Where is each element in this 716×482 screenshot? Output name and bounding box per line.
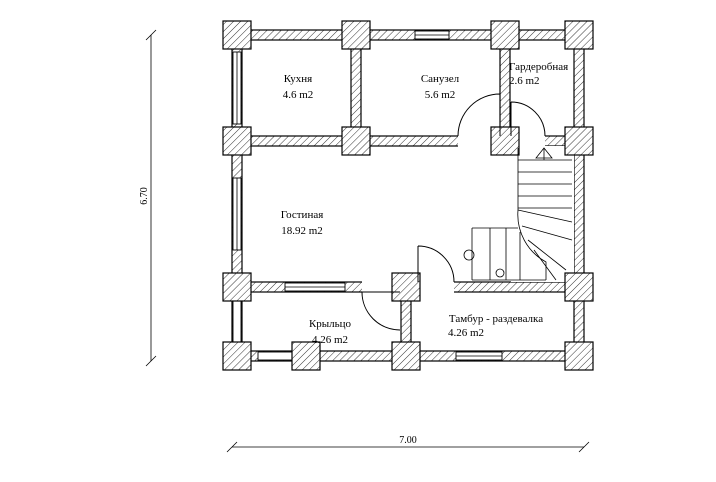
room-area-wardrobe: 2.6 m2 bbox=[509, 75, 540, 87]
post bbox=[222, 272, 252, 302]
room-name-bathroom: Санузел bbox=[421, 73, 460, 85]
post bbox=[291, 341, 321, 371]
post bbox=[391, 341, 421, 371]
room-area-living: 18.92 m2 bbox=[281, 225, 323, 237]
door-bath bbox=[457, 93, 501, 137]
wall-right bbox=[573, 29, 585, 362]
post bbox=[391, 272, 421, 302]
post bbox=[222, 126, 252, 156]
windows bbox=[232, 30, 503, 361]
post bbox=[490, 20, 520, 50]
dimension-height-label: 6.70 bbox=[139, 187, 150, 205]
room-area-bathroom: 5.6 m2 bbox=[425, 89, 456, 101]
post bbox=[564, 20, 594, 50]
post bbox=[341, 126, 371, 156]
door-swings bbox=[361, 93, 546, 331]
door-openings bbox=[362, 135, 574, 293]
opening-stairs bbox=[511, 146, 574, 282]
post bbox=[222, 20, 252, 50]
dimension-height: 6.70 bbox=[139, 29, 157, 367]
door-living bbox=[417, 245, 455, 283]
door-wardrobe bbox=[510, 101, 546, 137]
room-area-kitchen: 4.6 m2 bbox=[283, 89, 314, 101]
post bbox=[564, 126, 594, 156]
door-porch bbox=[361, 291, 401, 331]
room-name-porch: Крыльцо bbox=[309, 318, 352, 330]
room-name-kitchen: Кухня bbox=[284, 73, 312, 85]
room-area-vestibule: 4.26 m2 bbox=[448, 327, 484, 339]
post bbox=[341, 20, 371, 50]
post bbox=[490, 126, 520, 156]
dimension-width-label: 7.00 bbox=[399, 435, 417, 446]
room-name-vestibule: Тамбур - раздевалка bbox=[449, 313, 543, 325]
post bbox=[222, 341, 252, 371]
opening-living bbox=[418, 281, 454, 293]
window-porch-left bbox=[232, 299, 242, 345]
dimension-width: 7.00 bbox=[226, 435, 590, 453]
wall-top bbox=[231, 29, 585, 41]
room-name-wardrobe: Гардеробная bbox=[509, 61, 568, 73]
room-name-living: Гостиная bbox=[281, 209, 324, 221]
corner-posts bbox=[222, 20, 594, 371]
room-area-porch: 4.26 m2 bbox=[312, 334, 348, 346]
staircase bbox=[463, 147, 573, 281]
post bbox=[564, 272, 594, 302]
post bbox=[564, 341, 594, 371]
room-labels: Кухня 4.6 m2 Санузел 5.6 m2 Гардеробная … bbox=[281, 61, 569, 346]
opening-bath bbox=[458, 135, 500, 147]
opening-porch bbox=[362, 281, 400, 293]
